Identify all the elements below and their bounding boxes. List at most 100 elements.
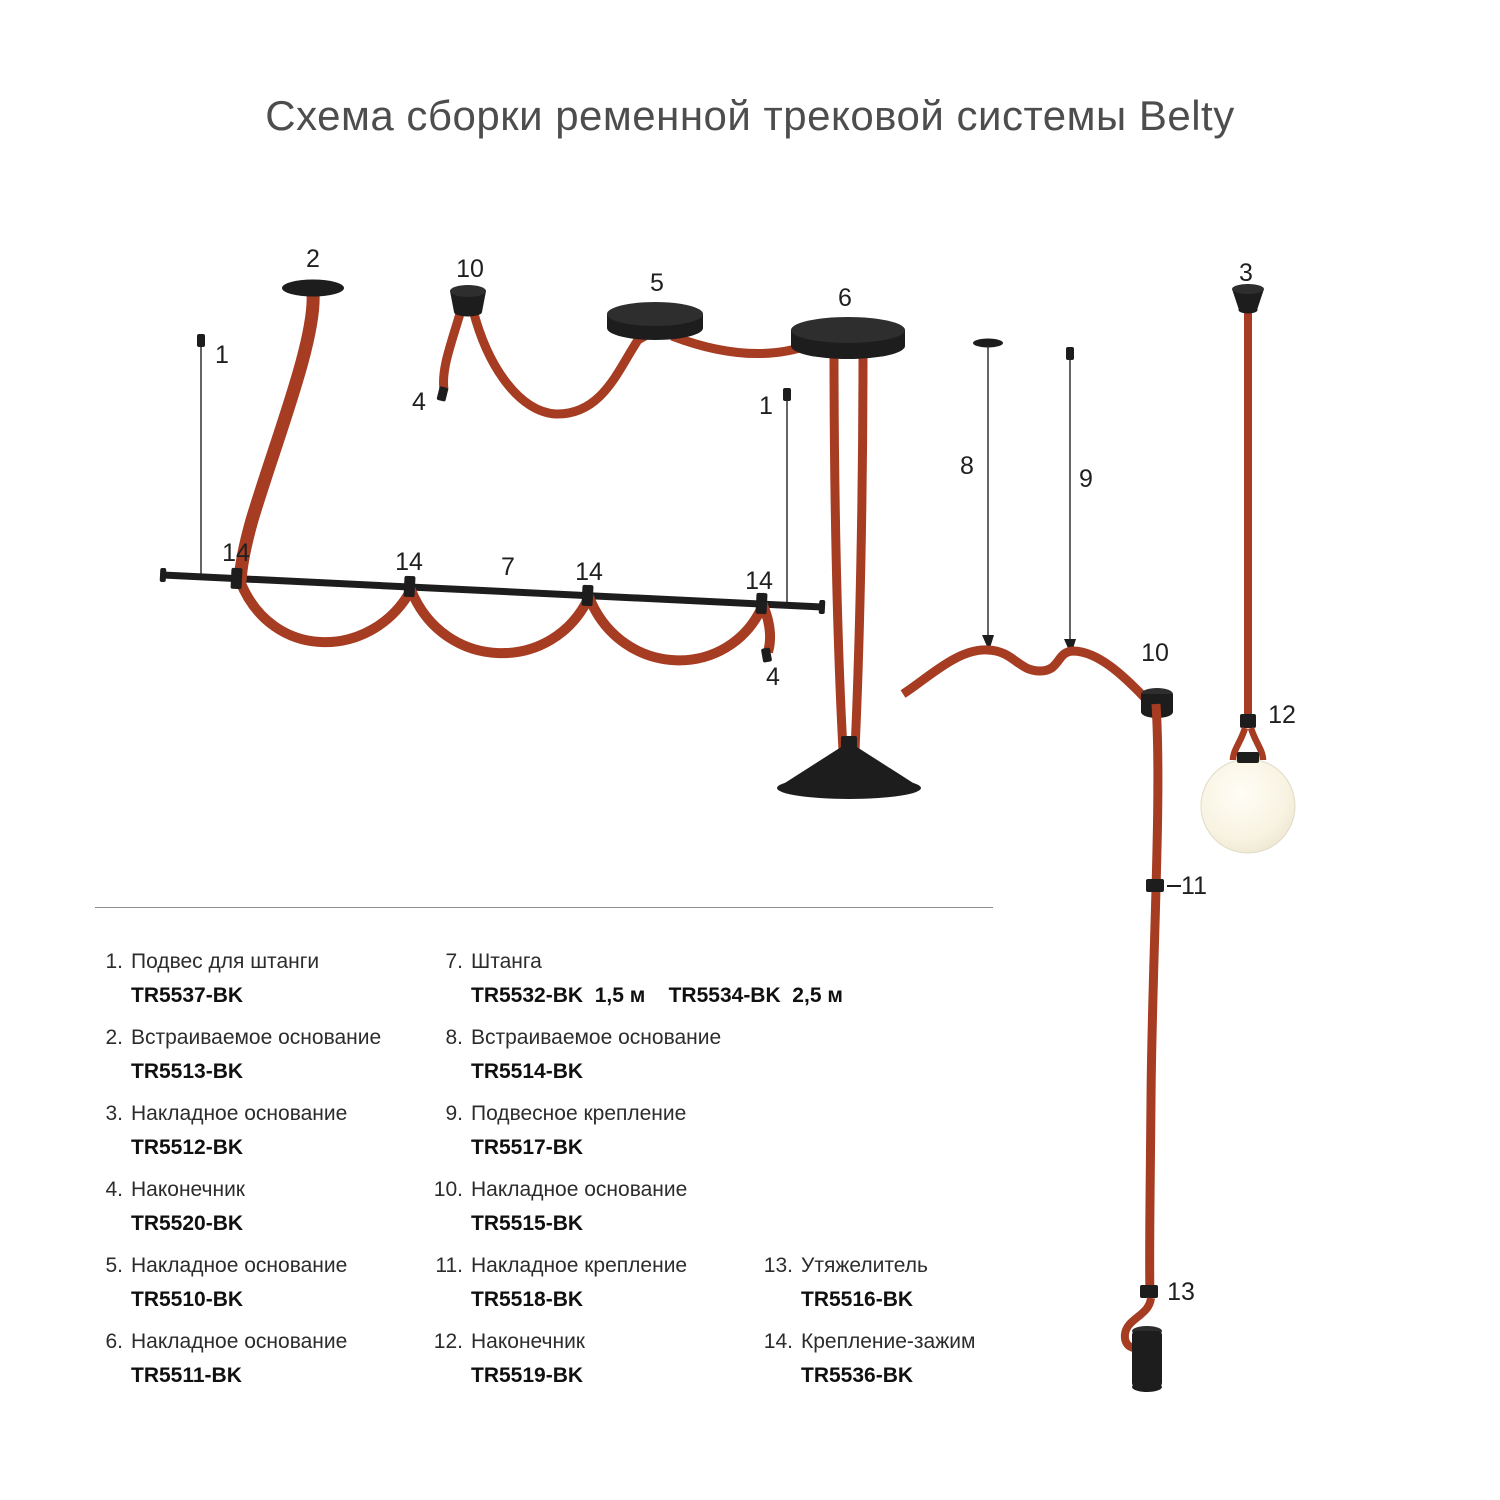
callout-label: 14 — [222, 539, 250, 567]
legend-item-number: 6. — [105, 1330, 123, 1353]
legend-item-code: TR5513-BK — [131, 1060, 244, 1083]
surface-base-cup — [454, 307, 482, 317]
legend-item-number: 1. — [105, 950, 123, 973]
belt-vertical — [850, 349, 868, 751]
callout-label: 4 — [412, 388, 426, 416]
legend-item-code: TR5515-BK — [471, 1212, 584, 1235]
legend-item-name: Крепление-зажим — [801, 1330, 976, 1353]
legend-item: 3.Накладное основание TR5512-BK — [95, 1100, 425, 1161]
legend-item-name: Встраиваемое основание — [471, 1026, 722, 1049]
belt-clamp — [403, 575, 416, 598]
legend-item-name: Встраиваемое основание — [131, 1026, 382, 1049]
belt-end-connector — [1240, 714, 1256, 728]
legend-item: 12.Наконечник TR5519-BK — [425, 1328, 755, 1389]
legend-item: 7.Штанга TR5532-BK 1,5 м TR5534-BK 2,5 м — [425, 948, 842, 1009]
rod-endcap — [159, 567, 167, 583]
belt-clamp — [230, 567, 243, 590]
legend-item-number: 10. — [433, 1178, 463, 1201]
weight-body — [1132, 1331, 1162, 1387]
legend-item: 4.Наконечник TR5520-BK — [95, 1176, 425, 1237]
globe-lamp — [1200, 758, 1296, 854]
callout-label: 11 — [1181, 872, 1207, 900]
callout-label: 9 — [1079, 465, 1093, 493]
legend-item-name: Подвесное крепление — [471, 1102, 687, 1125]
legend-item: 5.Накладное основание TR5510-BK — [95, 1252, 425, 1313]
cone-shade-rim — [777, 777, 921, 799]
belt-tail — [439, 308, 466, 391]
callout-label: 14 — [575, 558, 603, 586]
legend-item-number: 9. — [445, 1102, 463, 1125]
legend-column-1: 1.Подвес для штанги TR5537-BK 2. Встраива… — [95, 948, 425, 1404]
page-title: Схема сборки ременной трековой системы B… — [265, 92, 1235, 139]
belt-end-tip — [436, 386, 449, 402]
callout-labels: 2 10 5 6 3 1 4 1 8 9 14 14 14 14 7 4 10 … — [215, 245, 1296, 1306]
legend-item-number: 5. — [105, 1254, 123, 1277]
legend-column-3: 13.Утяжелитель TR5516-BK 14.Крепление-за… — [755, 948, 1055, 1404]
legend-item-code: TR5518-BK — [471, 1288, 584, 1311]
cone-shade — [777, 742, 921, 788]
legend-item-number: 8. — [445, 1026, 463, 1049]
legend-item-number: 7. — [445, 950, 463, 973]
belt-vertical — [829, 349, 848, 751]
weight-bottom — [1132, 1382, 1162, 1392]
wire-hanger-assembly — [900, 338, 1149, 702]
pendant-assembly — [1200, 284, 1296, 854]
legend-item: 6.Накладное основание TR5511-BK — [95, 1328, 425, 1389]
recessed-base-small — [973, 338, 1003, 348]
callout-label: 10 — [456, 255, 484, 283]
legend-item-number: 11. — [435, 1254, 463, 1277]
callout-label: 6 — [838, 284, 852, 312]
weight-clamp — [1140, 1285, 1158, 1298]
callout-label: 14 — [395, 548, 423, 576]
recessed-base — [282, 279, 344, 297]
legend-item-number: 2. — [105, 1026, 123, 1049]
surface-base-cup — [450, 291, 486, 312]
legend-item: 9. Подвесное крепление TR5517-BK — [425, 1100, 755, 1161]
legend-item-name: Накладное основание — [131, 1102, 348, 1125]
legend-item-number: 14. — [763, 1330, 793, 1353]
rod-endcap — [818, 599, 826, 615]
legend-item-name: Накладное основание — [471, 1178, 688, 1201]
divider — [95, 907, 993, 908]
belt-drop-from-base — [233, 292, 320, 582]
legend-item-name: Штанга — [471, 950, 542, 973]
legend-item: 10. Накладное основание TR5515-BK — [425, 1176, 755, 1237]
legend-item-name: Утяжелитель — [801, 1254, 928, 1277]
callout-label: 1 — [759, 392, 773, 420]
callout-label: 10 — [1141, 639, 1169, 667]
belt-strap — [1229, 727, 1249, 761]
legend-item: 1.Подвес для штанги TR5537-BK — [95, 948, 425, 1009]
legend-item: 8.Встраиваемое основание TR5514-BK — [425, 1024, 755, 1085]
callout-label: 7 — [501, 553, 515, 581]
belt-long-drop — [1145, 703, 1163, 1295]
legend-item-code: TR5536-BK — [801, 1364, 914, 1387]
legend-item-name: Наконечник — [131, 1178, 245, 1201]
legend-item: 13.Утяжелитель TR5516-BK — [755, 1252, 1055, 1313]
globe-collar — [1237, 752, 1259, 763]
legend-item: 11.Накладное крепление TR5518-BK — [425, 1252, 755, 1313]
rod-hanger-fitting — [783, 388, 791, 401]
belt-strap — [1247, 727, 1267, 761]
surface-base-cup-top — [1232, 284, 1264, 294]
callout-label: 1 — [215, 341, 229, 369]
surface-base-cup — [1232, 289, 1264, 310]
belt-clamp — [581, 584, 594, 607]
legend-item-name: Накладное основание — [131, 1330, 348, 1353]
belt-end-tip — [761, 647, 772, 663]
callout-label: 8 — [960, 452, 974, 480]
legend-item-code: TR5510-BK — [131, 1288, 244, 1311]
legend-item-number: 13. — [763, 1254, 793, 1277]
pendant-fixing — [1066, 347, 1074, 360]
rod-assembly — [159, 279, 826, 666]
legend-item: 14. Крепление-зажим TR5536-BK — [755, 1328, 1055, 1389]
callout-label: 5 — [650, 269, 664, 297]
surface-base-cup — [1238, 306, 1258, 314]
legend-item-code: TR5517-BK — [471, 1136, 584, 1159]
belt-run — [468, 308, 655, 419]
callout-label: 14 — [745, 567, 773, 595]
surface-base-disc-top — [607, 302, 703, 326]
callout-label: 13 — [1167, 1278, 1195, 1306]
parts-legend: 1.Подвес для штанги TR5537-BK 2. Встраива… — [95, 948, 1055, 1404]
legend-item-code: TR5512-BK — [131, 1136, 244, 1159]
